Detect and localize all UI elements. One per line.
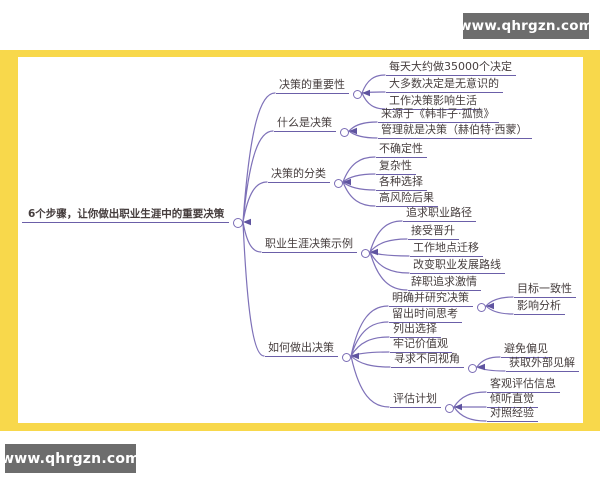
mindmap-node: 获取外部见解 xyxy=(506,357,579,372)
mindmap-node: 影响分析 xyxy=(514,300,565,315)
mindmap-node: 列出选择 xyxy=(390,323,441,338)
mindmap-node: 各种选择 xyxy=(376,176,427,191)
mindmap-node: 倾听直觉 xyxy=(487,393,538,408)
mindmap-node: 高风险后果 xyxy=(376,192,438,207)
mindmap-node: 什么是决策 xyxy=(274,117,349,137)
mindmap-node: 避免偏见 xyxy=(501,343,552,358)
mindmap-node: 客观评估信息 xyxy=(487,378,560,393)
watermark-bottom: www.qhrgzn.com xyxy=(1,444,140,473)
mindmap-root-node: 6个步骤，让你做出职业生涯中的重要决策 xyxy=(22,208,244,228)
mindmap-node: 来源于《韩非子·孤愤》 xyxy=(378,108,499,123)
mindmap-node: 决策的重要性 xyxy=(276,79,362,99)
mindmap-node: 目标一致性 xyxy=(514,283,576,298)
mindmap-node: 接受晋升 xyxy=(408,225,459,240)
mindmap-node: 明确并研究决策 xyxy=(389,292,486,312)
mindmap-node: 寻求不同视角 xyxy=(391,353,477,373)
mindmap-node: 工作地点迁移 xyxy=(410,242,483,257)
mindmap-node: 留出时间思考 xyxy=(389,308,462,323)
mindmap-node: 职业生涯决策示例 xyxy=(262,238,370,258)
mindmap-node: 大多数决定是无意识的 xyxy=(386,78,503,93)
mindmap-node: 牢记价值观 xyxy=(390,338,452,353)
mindmap-node: 对照经验 xyxy=(487,407,538,422)
mindmap-node: 辞职追求激情 xyxy=(408,276,481,291)
mindmap-node: 追求职业路径 xyxy=(403,207,476,222)
mindmap-node: 评估计划 xyxy=(390,393,454,413)
watermark-top: www.qhrgzn.com xyxy=(459,13,593,39)
mindmap-node: 每天大约做35000个决定 xyxy=(386,61,516,76)
mindmap-node: 工作决策影响生活 xyxy=(386,95,481,110)
mindmap-node: 复杂性 xyxy=(376,160,416,175)
mindmap-node: 改变职业发展路线 xyxy=(410,259,505,274)
mindmap-node: 不确定性 xyxy=(376,143,427,158)
mindmap-node: 决策的分类 xyxy=(268,168,343,188)
mindmap-node: 如何做出决策 xyxy=(265,342,351,362)
mindmap-node: 管理就是决策（赫伯特·西蒙） xyxy=(378,124,532,139)
